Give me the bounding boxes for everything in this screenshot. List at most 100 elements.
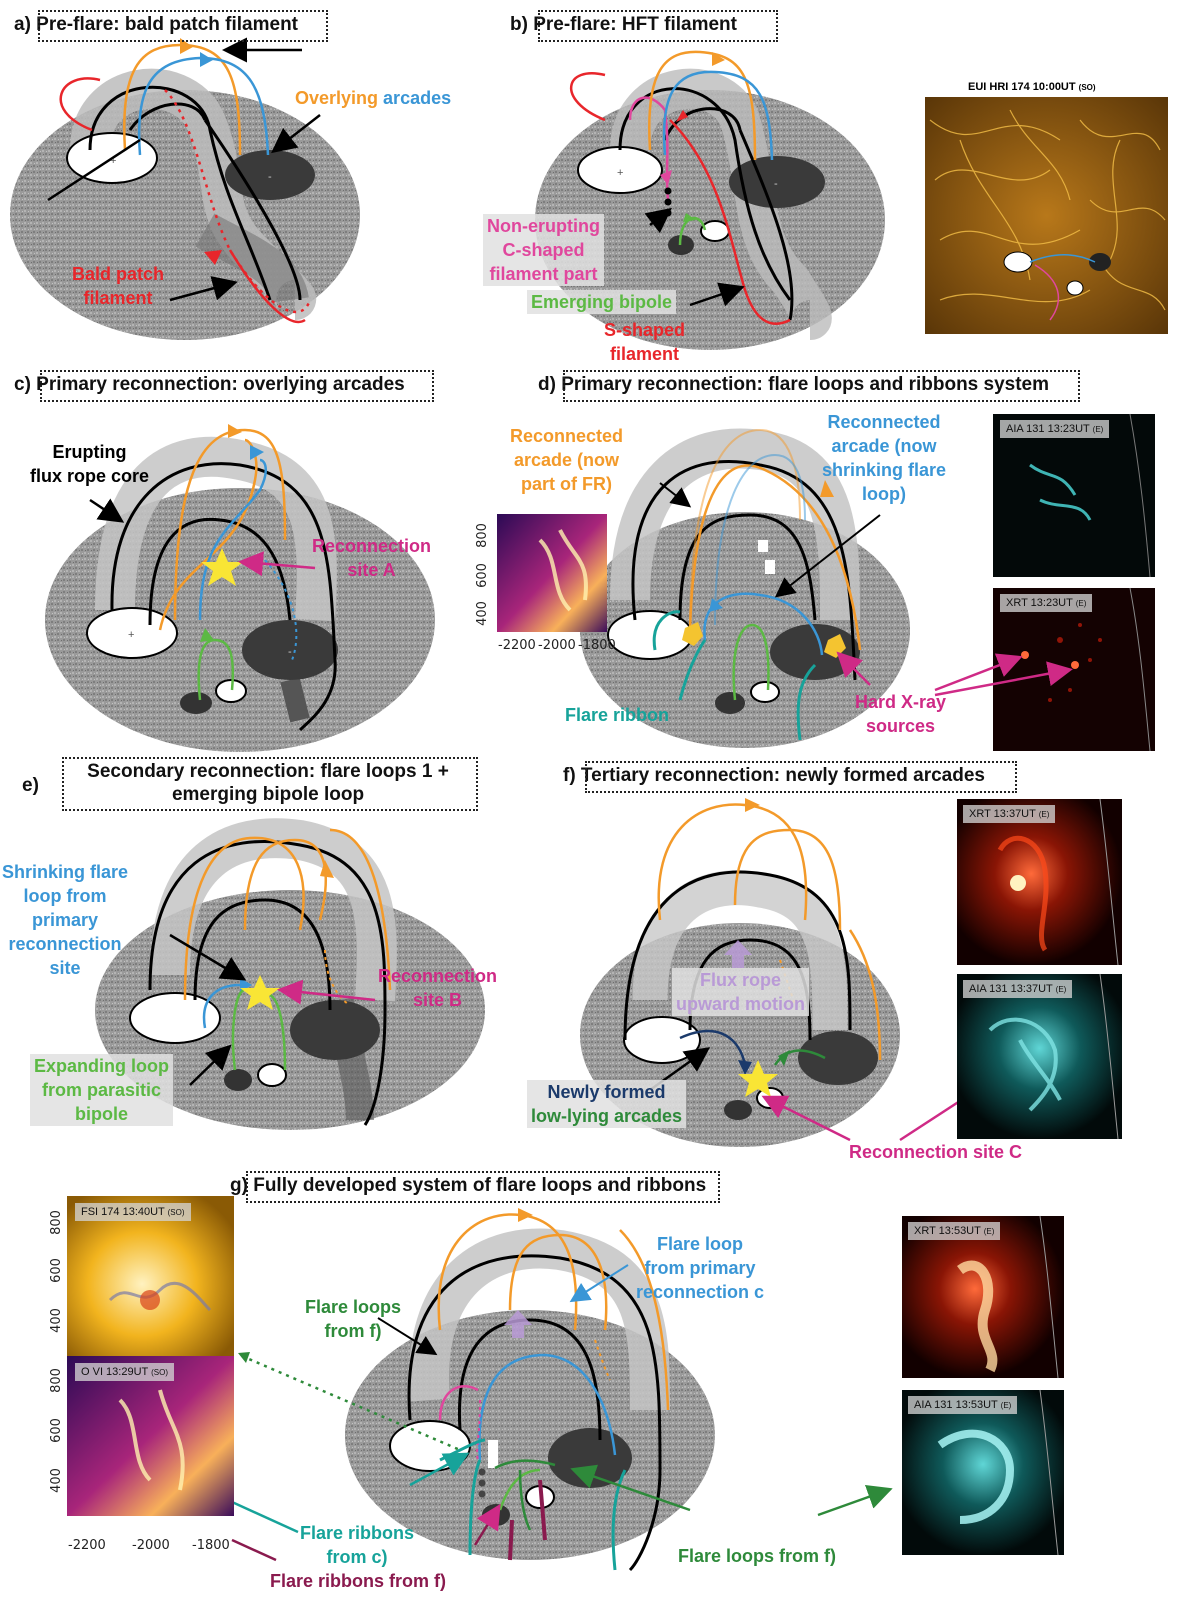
panel-d-title-frame — [563, 370, 1080, 402]
panel-c-diagram: + - — [45, 424, 435, 752]
negative-polarity — [290, 1000, 380, 1060]
flare-ribbons-c-label: Flare ribbons from c) — [300, 1521, 414, 1569]
expand-line1: Expanding loop — [34, 1056, 169, 1076]
g-ytick-3: 400 — [48, 1308, 64, 1333]
panel-e-title-line2: emerging bipole loop — [171, 784, 365, 805]
rib-c-line2: from c) — [326, 1547, 388, 1567]
filament-body-dark — [195, 213, 309, 305]
flux-rope-upward-arrow — [724, 940, 752, 968]
panel-e-title: Secondary reconnection: flare loops 1 + … — [66, 760, 470, 806]
blue-line4: loop) — [862, 484, 906, 504]
d-xrt-tag-text: XRT 13:23UT — [1006, 597, 1073, 609]
shrinking-flare-loop-label: Shrinking flare loop from primary reconn… — [2, 860, 128, 980]
newly-formed-label: Newly formed low-lying arcades — [527, 1080, 687, 1128]
f-aia-tag: AIA 131 13:37UT (E) — [963, 980, 1073, 998]
positive-polarity — [129, 992, 221, 1044]
flare-loops-f-bottom-label: Flare loops from f) — [678, 1546, 837, 1566]
erupting-line1: Erupting — [52, 442, 127, 462]
panel-d-title: d) Primary reconnection: flare loops and… — [538, 374, 1049, 396]
expand-line3: bipole — [75, 1104, 128, 1124]
fr-line1: Flux rope — [699, 970, 781, 990]
emerging-bipole-label: Emerging bipole — [527, 290, 677, 314]
non-erupting-line2: C-shaped — [502, 240, 585, 260]
g-ovi-tag-text: O VI 13:29UT — [81, 1366, 149, 1378]
orange-line1: Reconnected — [510, 426, 624, 446]
panel-a-diagram: + - — [10, 37, 360, 340]
eui-title-text: EUI HRI 174 10:00UT — [968, 81, 1076, 93]
g-xtick-1: -2200 — [68, 1538, 106, 1553]
d-xtick-2: -2000 — [538, 638, 576, 653]
reconnection-star — [201, 548, 243, 586]
loop-c-line2: from primary — [644, 1258, 756, 1278]
reconnected-arcade-orange-label: Reconnected arcade (now part of FR) — [510, 424, 623, 496]
f-xrt-tag: XRT 13:37UT (E) — [963, 805, 1056, 823]
g-aia-tag-text: AIA 131 13:53UT — [914, 1399, 998, 1411]
loops-f-line2: from f) — [324, 1321, 382, 1341]
g-ytick-1: 800 — [48, 1210, 64, 1235]
f-aia-tag-text: AIA 131 13:37UT — [969, 983, 1053, 995]
recon-b-line1: Reconnection — [378, 966, 498, 986]
rib-c-line1: Flare ribbons — [300, 1523, 415, 1543]
positive-polarity — [86, 607, 178, 659]
erupting-core-label: Erupting flux rope core — [30, 440, 149, 488]
blue-line2: arcade (now — [831, 436, 937, 456]
new-line1: Newly formed — [547, 1082, 666, 1102]
g-ytick-6: 400 — [48, 1468, 64, 1493]
non-erupting-line1: Non-erupting — [487, 216, 600, 236]
recon-b-line2: site B — [412, 990, 463, 1010]
panel-g-title-text: g) Fully developed system of flare loops… — [230, 1175, 707, 1196]
reconnection-site-c-label: Reconnection site C — [849, 1142, 1023, 1162]
panel-a-title-frame — [38, 10, 328, 42]
orange-line3: part of FR) — [521, 474, 612, 494]
panel-e-diagram — [95, 818, 485, 1130]
expanding-loop-label: Expanding loop from parasitic bipole — [30, 1054, 173, 1126]
panel-d-diagram — [580, 428, 910, 748]
erupting-line2: flux rope core — [30, 466, 150, 486]
s-shaped-label: S-shaped filament — [604, 318, 685, 366]
bald-patch-line1: Bald patch — [72, 264, 165, 284]
arcades-label: arcades — [383, 88, 452, 108]
new-line2: low-lying arcades — [531, 1106, 683, 1126]
shrink-line2: loop from — [23, 886, 107, 906]
g-xrt-image — [902, 1215, 1064, 1379]
sun-disc — [45, 488, 435, 752]
overlying-arcades-label: Overlying arcades — [295, 86, 451, 110]
bald-patch-label: Bald patch filament — [72, 262, 164, 310]
eui-image-title: EUI HRI 174 10:00UT (SO) — [968, 81, 1096, 93]
loops-f-line1: Flare loops — [305, 1297, 402, 1317]
panel-e-label: e) — [22, 775, 39, 796]
d-aia-tag: AIA 131 13:23UT (E) — [1000, 420, 1110, 438]
loop-c-line3: reconnection c — [636, 1282, 765, 1302]
blue-line1: Reconnected — [827, 412, 941, 432]
svg-text:-: - — [288, 646, 292, 658]
flux-rope-motion-label: Flux rope upward motion — [672, 968, 809, 1016]
d-xrt-tag-e: (E) — [1075, 599, 1087, 608]
red-field-line — [59, 77, 101, 132]
panel-c-title: c) Primary reconnection: overlying arcad… — [14, 374, 405, 396]
g-xrt-tag-e: (E) — [983, 1227, 995, 1236]
flare-ribbons-f-label: Flare ribbons from f) — [270, 1571, 447, 1591]
panel-e-title-line1: Secondary reconnection: flare loops 1 + — [87, 761, 449, 782]
panel-b-title-frame — [538, 10, 778, 42]
hxr-line2: sources — [866, 716, 936, 736]
f-aia-image — [957, 973, 1122, 1140]
negative-polarity — [798, 1031, 878, 1085]
reconnected-arcade-blue-label: Reconnected arcade (now shrinking flare … — [822, 410, 946, 506]
panel-c-title-frame — [40, 370, 434, 402]
eui-title-tag: (SO) — [1078, 83, 1096, 92]
reconnection-site-a-label: Reconnection site A — [312, 534, 431, 582]
d-plasma-image — [497, 514, 607, 632]
panel-a-title: a) Pre-flare: bald patch filament — [14, 14, 298, 36]
f-aia-tag-e: (E) — [1055, 985, 1067, 994]
expand-line2: from parasitic — [41, 1080, 162, 1100]
g-fsi-tag-so: (SO) — [167, 1208, 185, 1217]
flare-loops-f-label: Flare loops from f) — [305, 1295, 401, 1343]
panel-d-title-text: d) Primary reconnection: flare loops and… — [538, 374, 1050, 395]
g-ytick-4: 800 — [48, 1368, 64, 1393]
negative-polarity — [548, 1428, 632, 1488]
g-xrt-tag-text: XRT 13:53UT — [914, 1225, 981, 1237]
panel-b-title: b) Pre-flare: HFT filament — [510, 14, 737, 36]
non-erupting-label: Non-erupting C-shaped filament part — [483, 214, 604, 286]
positive-polarity — [389, 1420, 471, 1472]
panel-e-title-frame — [62, 757, 478, 811]
